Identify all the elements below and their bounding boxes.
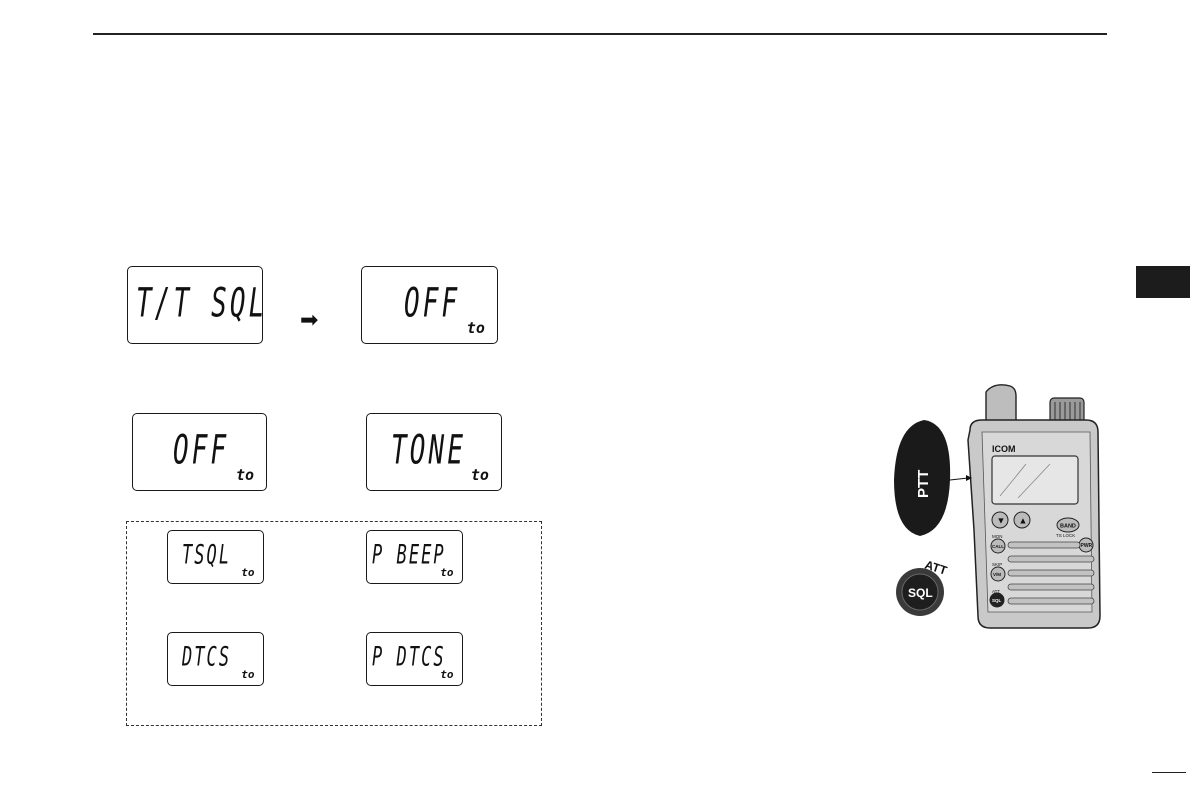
section-tab — [1136, 266, 1190, 298]
lcd-main-text: P BEEP — [372, 540, 446, 571]
ptt-label: PTT — [915, 470, 932, 498]
lcd-main-text: P DTCS — [372, 642, 446, 673]
lcd-main-text: TSQL — [182, 540, 231, 571]
down-triangle-icon: ▼ — [997, 516, 1006, 526]
lcd-sub-text: to — [440, 566, 453, 579]
lcd-main-text: TONE — [391, 428, 466, 475]
sql-label: SQL — [908, 586, 933, 600]
lcd-sub-text: to — [440, 668, 453, 681]
up-triangle-icon: ▲ — [1019, 516, 1028, 526]
lcd-sub-text: to — [241, 668, 254, 681]
svg-text:TS LOCK: TS LOCK — [1056, 533, 1075, 538]
lcd-pbeep: P BEEP to — [366, 530, 463, 584]
lcd-off-1: OFF to — [361, 266, 498, 344]
page-number-rule — [1152, 772, 1186, 773]
lcd-off-2: OFF to — [132, 413, 267, 491]
lcd-main-text: OFF — [404, 281, 460, 328]
lcd-pdtcs: P DTCS to — [366, 632, 463, 686]
top-rule — [93, 33, 1107, 35]
lcd-main-text: OFF — [173, 428, 229, 475]
svg-text:SQL: SQL — [992, 598, 1002, 603]
svg-text:V/M: V/M — [993, 572, 1001, 577]
lcd-tone: TONE to — [366, 413, 502, 491]
lcd-sub-text: to — [467, 319, 485, 337]
lcd-main-text: T/T SQL — [136, 281, 267, 328]
lcd-sub-text: to — [241, 566, 254, 579]
brand-logo: ICOM — [992, 444, 1016, 454]
svg-text:BAND: BAND — [1060, 524, 1076, 530]
lcd-sub-text: to — [471, 466, 489, 484]
radio-illustration: ICOM ▼ ▲ BAND TS LOCK PWR MON CALL SKIP … — [888, 380, 1108, 632]
lcd-sub-text: to — [236, 466, 254, 484]
lcd-ttsql: T/T SQL — [127, 266, 263, 344]
antenna — [986, 385, 1016, 425]
right-arrow-icon: ➡ — [300, 309, 318, 331]
lcd-tsql: TSQL to — [167, 530, 264, 584]
svg-text:MON: MON — [992, 534, 1003, 539]
svg-text:CALL: CALL — [992, 544, 1004, 549]
lcd-main-text: DTCS — [182, 642, 231, 673]
svg-text:SKIP: SKIP — [992, 562, 1002, 567]
lcd-dtcs: DTCS to — [167, 632, 264, 686]
svg-text:PWR: PWR — [1081, 543, 1093, 549]
